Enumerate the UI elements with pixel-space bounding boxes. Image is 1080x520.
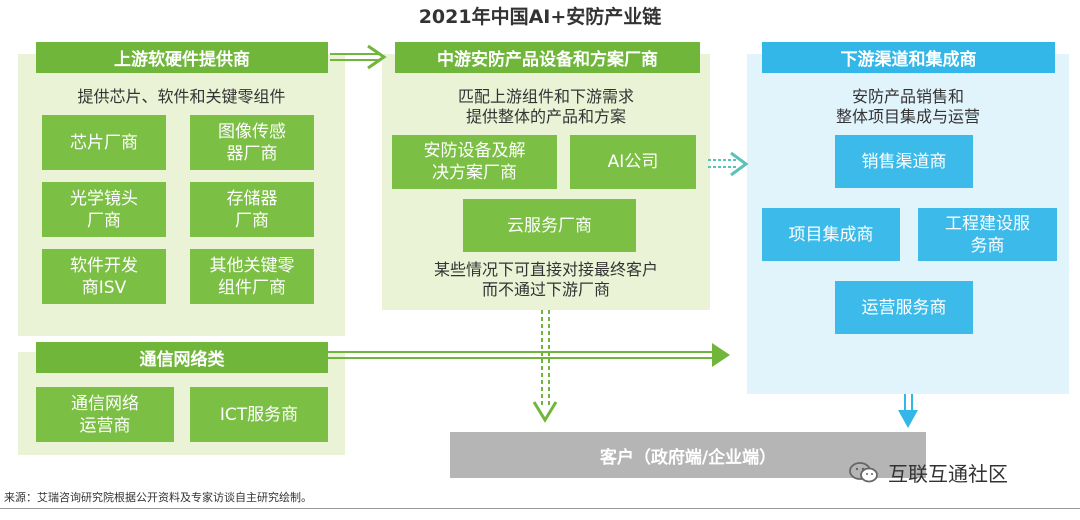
upstream-description: 提供芯片、软件和关键零组件	[77, 87, 286, 106]
midstream-note: 某些情况下可直接对接最终客户 而不通过下游厂商	[433, 260, 658, 299]
box-sales-channels: 销售渠道商	[835, 135, 973, 188]
box-project-integrators: 项目集成商	[762, 208, 900, 261]
box-chip-vendors: 芯片厂商	[42, 115, 166, 170]
arrow-upstream-to-midstream	[330, 44, 387, 70]
box-other-components: 其他关键零 组件厂商	[190, 249, 314, 304]
source-note: 来源：艾瑞咨询研究院根据公开资料及专家访谈自主研究绘制。	[4, 491, 312, 504]
arrow-communication-to-downstream	[328, 343, 730, 367]
box-software-isv: 软件开发 商ISV	[42, 249, 166, 304]
arrow-midstream-to-customer	[532, 310, 558, 423]
watermark-text: 互联互通社区	[888, 462, 1008, 486]
wechat-icon	[849, 461, 878, 482]
upstream-header: 上游软硬件提供商	[36, 42, 328, 73]
box-ict-service: ICT服务商	[190, 387, 328, 442]
footer-divider	[0, 508, 1080, 509]
diagram-title: 2021年中国AI+安防产业链	[418, 6, 662, 28]
arrow-midstream-to-downstream	[708, 151, 749, 177]
downstream-header: 下游渠道和集成商	[762, 42, 1055, 73]
box-ai-companies: AI公司	[570, 135, 696, 189]
arrow-downstream-to-customer	[898, 394, 918, 428]
midstream-header: 中游安防产品设备和方案厂商	[395, 42, 700, 73]
customer-bar: 客户（政府端/企业端）	[450, 432, 926, 478]
box-operation-services: 运营服务商	[835, 281, 973, 334]
midstream-description: 匹配上游组件和下游需求 提供整体的产品和方案	[457, 87, 634, 126]
box-security-solution-vendors: 安防设备及解 决方案厂商	[392, 135, 557, 189]
box-cloud-service-vendors: 云服务厂商	[463, 199, 636, 252]
box-image-sensor-vendors: 图像传感 器厂商	[190, 115, 314, 170]
box-storage-vendors: 存储器 厂商	[190, 182, 314, 237]
watermark: 互联互通社区	[848, 458, 1008, 487]
box-telecom-operators: 通信网络 运营商	[36, 387, 174, 442]
communication-header: 通信网络类	[36, 342, 328, 373]
box-engineering-services: 工程建设服 务商	[918, 208, 1057, 261]
box-optical-lens-vendors: 光学镜头 厂商	[42, 182, 166, 237]
downstream-description: 安防产品销售和 整体项目集成与运营	[835, 87, 980, 126]
